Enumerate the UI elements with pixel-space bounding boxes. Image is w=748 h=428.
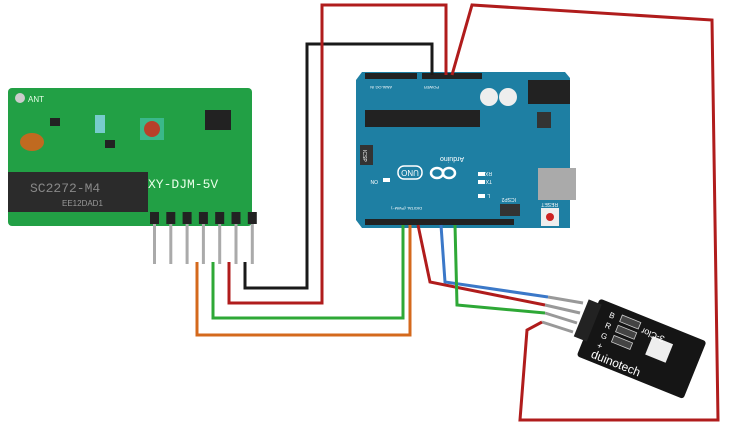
transistor — [105, 140, 115, 148]
receiver-pin — [201, 224, 205, 264]
icsp-header — [360, 145, 373, 165]
uno-logo-frame — [397, 165, 423, 180]
capacitor — [499, 88, 517, 106]
wire-green-receiver — [211, 225, 405, 320]
wire-red-5v-module — [450, 3, 720, 422]
capacitor — [480, 88, 498, 106]
analog-header — [365, 73, 417, 79]
arduino-brand: Arduino — [440, 155, 464, 162]
receiver-pin — [153, 224, 156, 264]
power-header — [422, 73, 482, 79]
resistor — [610, 334, 634, 350]
rx-led — [478, 172, 485, 176]
rgb-pin-header — [573, 299, 602, 342]
rf-receiver-module: ANT SC2272-M4 EE12DAD1 XY-DJM-5V — [8, 88, 257, 264]
module-label: XY-DJM-5V — [148, 177, 218, 192]
pin-header-block — [247, 212, 257, 224]
l-label: L — [487, 192, 490, 198]
rgb-led-module: B R G + 3-Clor duinotech — [573, 299, 706, 399]
pin-r-label: R — [604, 321, 613, 332]
icsp-label: ICSP — [361, 150, 367, 162]
pin-header-block — [166, 212, 176, 224]
reset-button-cap[interactable] — [546, 213, 554, 221]
transistor — [50, 118, 60, 126]
crystal — [95, 115, 105, 133]
antenna-pad — [15, 93, 25, 103]
pin-header-block — [198, 212, 208, 224]
chip-code: EE12DAD1 — [62, 199, 103, 208]
rgb-module-pins — [541, 295, 584, 334]
pin-leg — [541, 320, 574, 334]
digital-label: DIGITAL (PWM~) — [390, 206, 422, 211]
wire-green-g-pin — [453, 224, 546, 315]
receiver-pin — [185, 224, 189, 264]
decoder-chip — [8, 172, 148, 212]
icsp2-label: ICSP2 — [501, 196, 516, 202]
pin-g-label: G — [600, 331, 609, 342]
usb-port — [538, 168, 576, 200]
wire-orange-receiver — [195, 225, 412, 337]
wire-red-5v-receiver — [227, 3, 448, 305]
ant-label: ANT — [28, 95, 44, 104]
digital-header-low — [365, 219, 440, 225]
resistor — [615, 324, 638, 340]
rgb-led — [645, 335, 674, 363]
voltage-regulator — [537, 112, 551, 128]
pin-header-block — [182, 212, 192, 224]
pin-header-block — [150, 212, 159, 224]
pin-header-block — [215, 212, 225, 224]
pin-leg — [544, 311, 578, 325]
wire-red-r-pin — [416, 224, 546, 307]
ic-chip-small — [205, 110, 231, 130]
microcontroller-chip — [365, 110, 480, 127]
coil-inductor — [20, 133, 44, 151]
receiver-pin — [169, 224, 173, 264]
analog-label: ANALOG IN — [370, 85, 392, 90]
reset-label: RESET — [541, 201, 558, 207]
power-jack — [528, 80, 570, 104]
tx-label: TX — [485, 178, 492, 184]
resistor — [619, 314, 642, 330]
chip-label: SC2272-M4 — [30, 181, 100, 196]
icsp2-header — [500, 204, 520, 216]
rgb-module-board — [577, 299, 706, 399]
wires — [195, 3, 720, 422]
receiver-pin-header — [150, 212, 257, 264]
pin-leg — [547, 295, 584, 305]
pin-b-label: B — [608, 311, 616, 321]
arduino-uno-board: UNO Arduino ON RX TX L ICSP ICSP2 RESET … — [356, 72, 576, 228]
infinity-logo — [441, 166, 457, 180]
on-led — [383, 178, 390, 182]
inductor-core — [144, 121, 160, 137]
on-label: ON — [370, 178, 378, 184]
tx-led — [478, 180, 485, 184]
rx-label: RX — [484, 170, 492, 176]
receiver-pin — [250, 224, 254, 264]
pin-leg — [544, 303, 581, 315]
pin-header-block — [231, 212, 241, 224]
wire-blue-b-pin — [439, 224, 549, 299]
uno-logo: UNO — [401, 168, 419, 177]
receiver-pin — [234, 224, 238, 264]
wire-black-gnd — [243, 42, 434, 290]
receiver-pin — [218, 224, 222, 264]
digital-header-high — [436, 219, 514, 225]
power-label: POWER — [424, 85, 439, 90]
pin-plus-label: + — [595, 340, 604, 351]
l-led — [478, 194, 485, 198]
